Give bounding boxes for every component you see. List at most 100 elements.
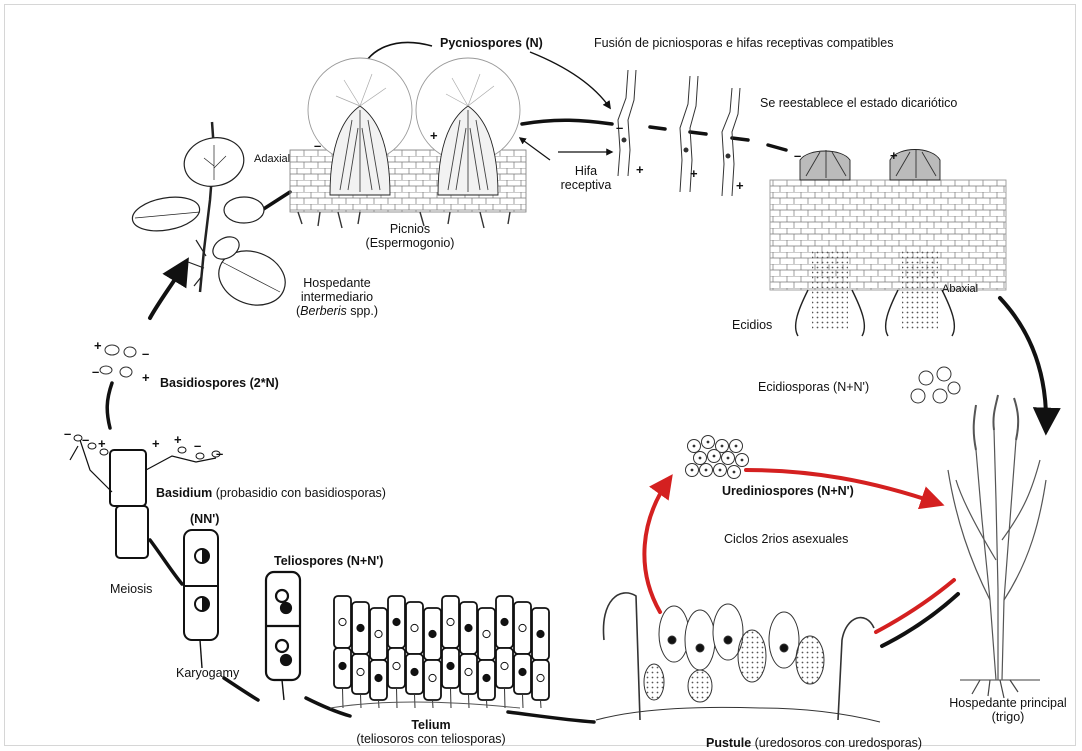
urediniospore [722,452,735,465]
telium-spore [406,602,423,708]
telium-spore [442,596,459,708]
line-pycnia-to-fusion [522,120,612,124]
primary-host-line1: Hospedante principal [946,696,1070,710]
pustule-label: Pustule (uredosoros con uredosporas) [706,736,922,750]
urediniospore [736,454,749,467]
urediniospore [694,452,707,465]
teliospores-label: Teliospores (N+N') [274,554,383,568]
urediniospore [702,436,715,449]
pustule-label-bold: Pustule [706,736,751,750]
minus-mark: – [314,138,321,153]
line-host-to-pycnia [262,192,290,210]
pycnia-illustration [290,58,526,228]
aecia-illustration [770,150,1006,337]
plus-mark: + [98,436,106,451]
minus-mark: – [82,432,89,447]
line-basidium-to-karyogamy [150,540,182,584]
arrow-aecia-to-wheat [1000,298,1046,430]
arrow-basidiospores-to-host [150,262,186,318]
line-fusion-dashes [650,127,786,150]
urediniospores-illustration [686,436,749,479]
plus-mark: + [890,148,898,163]
red-arrow-up-to-urediniospores [644,478,670,612]
minus-mark: – [64,426,71,441]
telium-spore [370,608,387,708]
plus-mark: + [142,370,150,385]
plus-mark: + [690,166,698,181]
minus-mark: – [616,120,623,135]
urediniospore [714,464,727,477]
telium-label-rest: (teliosoros con teliosporas) [356,732,506,746]
primary-host-line2: (trigo) [946,710,1070,724]
pustule-illustration [596,593,880,722]
intermediate-host-genus: Berberis [300,304,347,318]
arrow-pycniospores-to-fusion [530,52,610,108]
minus-mark: – [216,446,223,461]
pustule-label-rest: (uredosoros con uredosporas) [751,736,922,750]
urediniospore [730,440,743,453]
minus-mark: – [142,346,149,361]
telium-spore [514,602,531,708]
basidium-label-bold: Basidium [156,486,212,500]
primary-host-label: Hospedante principal (trigo) [946,696,1070,724]
telium-spore [532,608,549,708]
dicariotico-label: Se reestablece el estado dicariótico [760,96,957,110]
telium-spore [424,608,441,708]
line-karyogamy-to-teliospores [224,678,258,700]
intermediate-host-line1: Hospedante [282,276,392,290]
urediniospore [700,464,713,477]
pycniospores-label-suffix: (N) [522,36,543,50]
ecidiosporas-label: Ecidiosporas (N+N') [758,380,869,394]
line-telium-to-pustule [508,712,594,722]
plus-mark: + [736,178,744,193]
receptive-hyphae-illustration [618,70,740,196]
nn-label: (NN') [190,512,219,526]
urediniospore [728,466,741,479]
urediniospore [688,440,701,453]
basidium-label-rest: (probasidio con basidiosporas) [212,486,386,500]
abaxial-label: Abaxial [942,282,978,296]
plus-mark: + [152,436,160,451]
minus-mark: – [92,364,99,379]
adaxial-label: Adaxial [254,152,290,166]
picnios-line2: (Espermogonio) [360,236,460,250]
telium-spore [496,596,513,708]
telium-spore [352,602,369,708]
basidium-label: Basidium (probasidio con basidiosporas) [156,486,386,500]
telium-base [330,702,520,708]
arrow-basidium-to-basidiospores [107,383,112,428]
picnios-label: Picnios (Espermogonio) [360,222,460,250]
basidiospores-illustration [100,345,136,377]
minus-mark: – [194,438,201,453]
meiosis-label: Meiosis [110,582,152,596]
ciclos-label: Ciclos 2rios asexuales [724,532,848,546]
intermediate-host-spp: spp.) [347,304,378,318]
ecidios-label: Ecidios [732,318,772,332]
karyogamy-label: Karyogamy [176,666,239,680]
karyogamy-cell-illustration [184,530,218,668]
urediniospores-label: Urediniospores (N+N') [722,484,854,498]
intermediate-host-line2: intermediario [282,290,392,304]
telium-spore [460,602,477,708]
basidiospores-label: Basidiospores (2*N) [160,376,279,390]
telium-spore [334,596,351,708]
telium-label-bold: Telium [356,718,506,732]
intermediate-host-line3: (Berberis spp.) [282,304,392,318]
picnios-line1: Picnios [360,222,460,236]
aeciospores-illustration [911,367,960,403]
urediniospore [708,450,721,463]
plus-mark: + [636,162,644,177]
barberry-plant-illustration [130,122,293,314]
fusion-label: Fusión de picniosporas e hifas receptiva… [594,36,893,50]
hifa-receptiva-line1: Hifa [556,164,616,178]
telium-illustration [330,596,549,708]
hifa-receptiva-label: Hifa receptiva [556,164,616,192]
teliospore-illustration [266,572,300,700]
intermediate-host-label: Hospedante intermediario (Berberis spp.) [282,276,392,318]
wheat-plant-illustration [948,395,1046,698]
hifa-receptiva-line2: receptiva [556,178,616,192]
telium-spore [388,596,405,708]
plus-mark: + [94,338,102,353]
plus-mark: + [174,432,182,447]
